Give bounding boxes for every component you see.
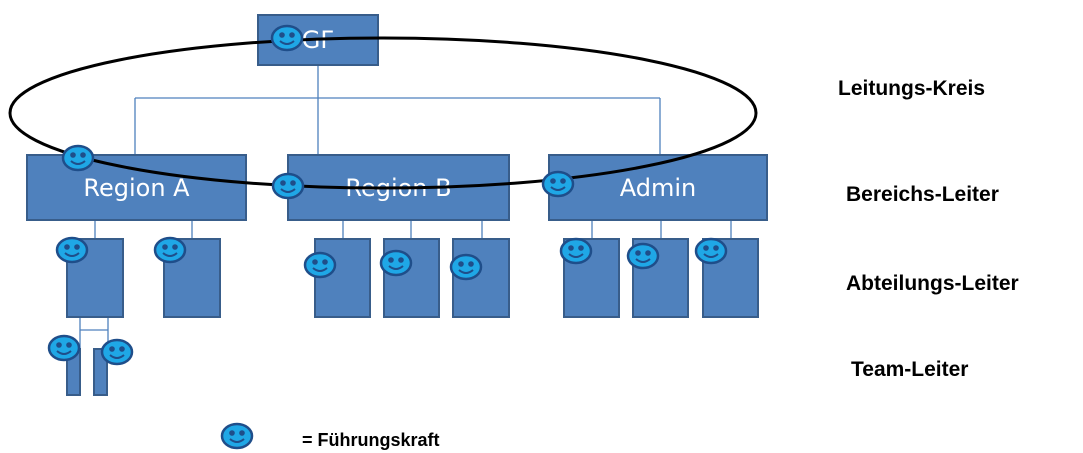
legend-smiley-icon [220, 422, 254, 450]
smiley-icon [47, 334, 81, 362]
box-admin-label: Admin [619, 173, 697, 202]
smiley-icon [541, 170, 575, 198]
smiley-icon [153, 236, 187, 264]
legend-label: = Führungskraft [302, 430, 440, 450]
smiley-icon [100, 338, 134, 366]
box-dept-b1 [314, 238, 371, 318]
smiley-icon [303, 251, 337, 279]
label-abteilungs-leiter: Abteilungs-Leiter [846, 272, 1019, 295]
smiley-icon [694, 237, 728, 265]
smiley-icon [449, 253, 483, 281]
box-region-a: Region A [26, 154, 247, 221]
smiley-icon [271, 172, 305, 200]
smiley-icon [270, 24, 304, 52]
smiley-icon [379, 249, 413, 277]
smiley-icon [55, 236, 89, 264]
smiley-icon [626, 242, 660, 270]
box-region-a-label: Region A [83, 173, 190, 202]
box-dept-admin3 [702, 238, 759, 318]
smiley-icon [559, 237, 593, 265]
smiley-icon [61, 144, 95, 172]
box-dept-a2 [163, 238, 221, 318]
label-team-leiter: Team-Leiter [851, 358, 969, 381]
label-leitungs-kreis: Leitungs-Kreis [838, 77, 986, 100]
label-bereichs-leiter: Bereichs-Leiter [846, 183, 999, 206]
